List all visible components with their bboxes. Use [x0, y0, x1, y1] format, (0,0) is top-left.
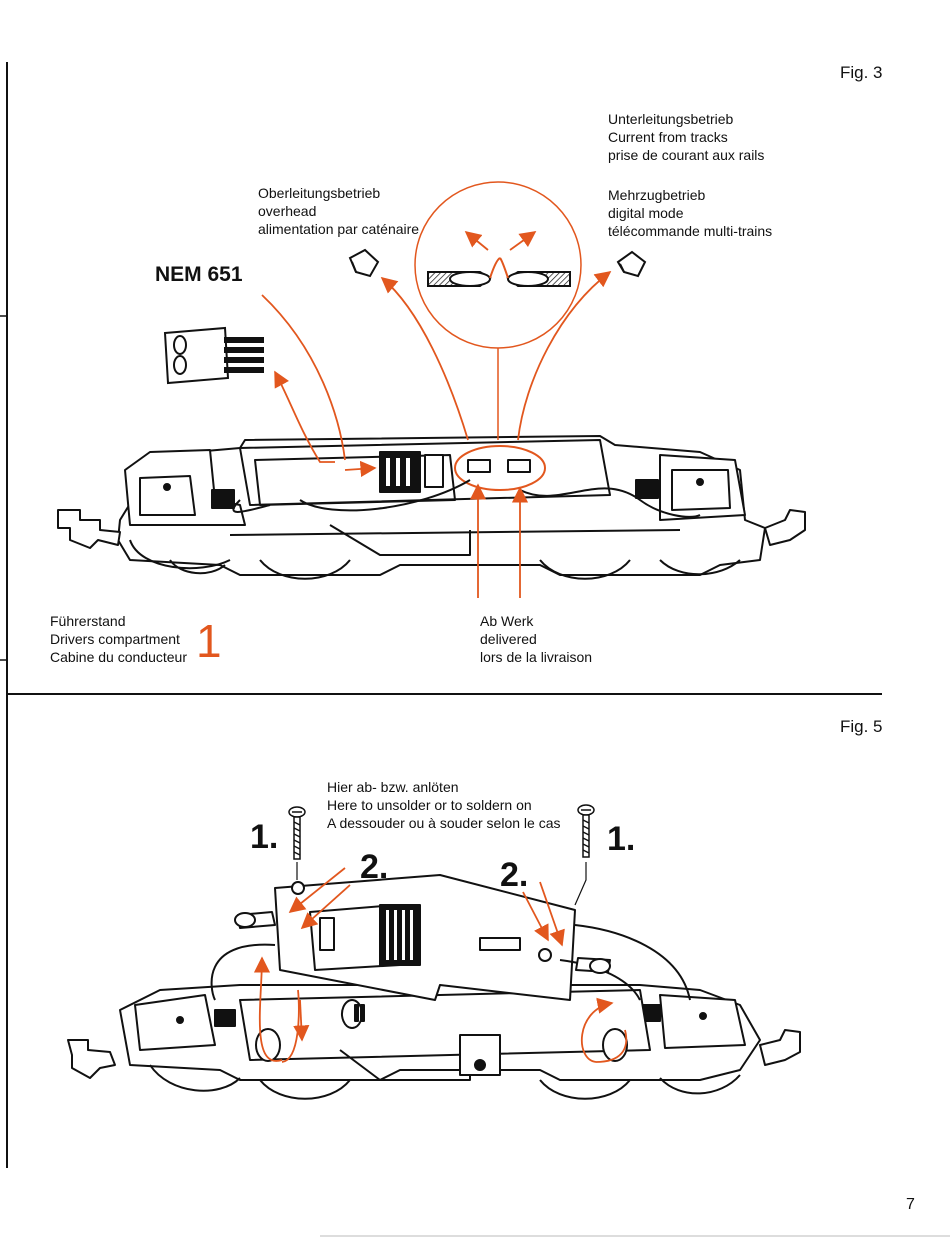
jumper-plug-left-icon [348, 248, 380, 278]
driver-number: 1 [196, 615, 222, 667]
digital-caption: Mehrzugbetrieb digital mode télécommande… [608, 186, 772, 240]
solder-caption-en: Here to unsolder or to soldern on [327, 797, 532, 813]
driver-caption-en: Drivers compartment [50, 631, 180, 647]
driver-caption-de: Führerstand [50, 613, 126, 629]
nem651-label: NEM 651 [155, 263, 243, 286]
fig3-arrows [261, 230, 612, 598]
digital-caption-de: Mehrzugbetrieb [608, 187, 706, 203]
fig5-arrows [253, 867, 628, 1063]
fig3-label: Fig. 3 [840, 63, 883, 82]
overhead-caption-en: overhead [258, 203, 317, 219]
contact-springs-detail [427, 257, 571, 287]
screw-guide-right [574, 862, 587, 906]
solder-caption-fr: A dessouder ou à souder selon le cas [327, 815, 561, 831]
driver-caption-fr: Cabine du conducteur [50, 649, 187, 665]
fig5-locomotive [67, 874, 801, 1100]
page-number: 7 [906, 1196, 915, 1213]
step2-left-label: 2. [360, 848, 389, 886]
tracks-caption: Unterleitungsbetrieb Current from tracks… [608, 110, 764, 164]
fig5-label: Fig. 5 [840, 717, 883, 736]
overhead-caption-fr: alimentation par caténaire [258, 221, 420, 237]
tracks-caption-en: Current from tracks [608, 129, 728, 145]
factory-caption-fr: lors de la livraison [480, 649, 593, 665]
factory-caption: Ab Werk delivered lors de la livraison [480, 612, 592, 666]
screw-right-icon [577, 804, 595, 858]
driver-caption: Führerstand Drivers compartment Cabine d… [50, 612, 187, 666]
fig3-locomotive [57, 435, 806, 580]
solder-caption: Hier ab- bzw. anlöten Here to unsolder o… [327, 778, 561, 832]
jumper-plug-right-icon [616, 250, 647, 278]
tracks-caption-de: Unterleitungsbetrieb [608, 111, 734, 127]
solder-caption-de: Hier ab- bzw. anlöten [327, 779, 459, 795]
contact-detail-magnifier [414, 181, 582, 440]
digital-caption-fr: télécommande multi-trains [608, 223, 773, 239]
tracks-caption-fr: prise de courant aux rails [608, 147, 765, 163]
step1-right-label: 1. [607, 820, 636, 858]
digital-caption-en: digital mode [608, 205, 684, 221]
step2-right-label: 2. [500, 856, 529, 894]
overhead-caption-de: Oberleitungsbetrieb [258, 185, 381, 201]
step1-left-label: 1. [250, 818, 279, 856]
nem651-plug-icon [163, 326, 264, 385]
factory-caption-de: Ab Werk [480, 613, 534, 629]
overhead-caption: Oberleitungsbetrieb overhead alimentatio… [258, 184, 419, 238]
screw-left-icon [288, 806, 306, 860]
factory-caption-en: delivered [480, 631, 537, 647]
